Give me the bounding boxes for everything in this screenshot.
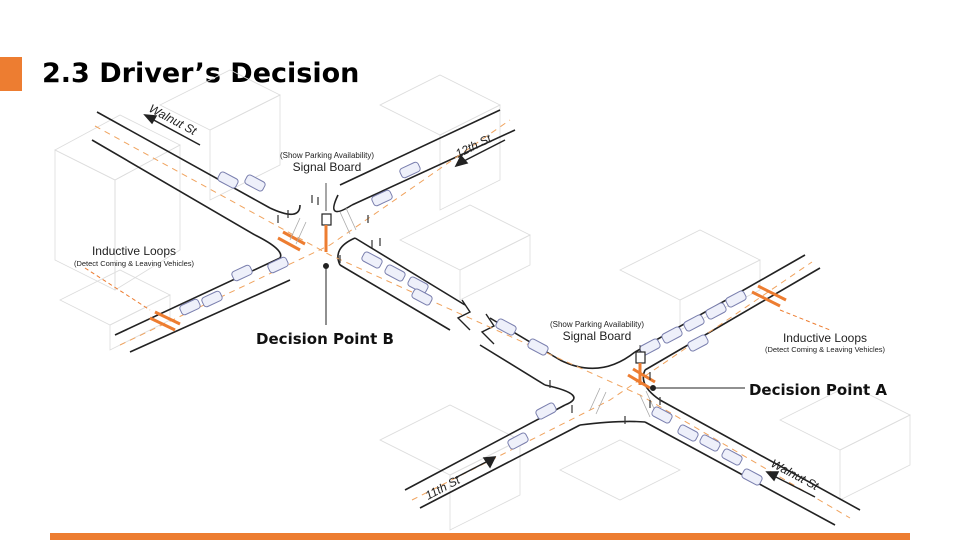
bottom-accent-bar	[50, 533, 910, 540]
decision-point-a-marker	[650, 385, 745, 391]
cars	[179, 161, 763, 486]
decision-point-b-label: Decision Point B	[256, 330, 394, 348]
signal-board-b	[321, 183, 332, 252]
background-buildings	[54, 69, 911, 531]
title-accent-tab	[0, 57, 22, 91]
signal-board-b-label: Signal Board	[293, 160, 362, 174]
signal-board-b-note: (Show Parking Availability)	[280, 151, 374, 160]
decision-point-a-label: Decision Point A	[749, 381, 887, 399]
signal-board-a	[635, 345, 646, 385]
road-network	[91, 109, 861, 526]
inductive-loops-b-note: (Detect Coming & Leaving Vehicles)	[74, 259, 195, 268]
inductive-loops-a-label: Inductive Loops	[783, 331, 867, 345]
decision-point-b-marker	[323, 263, 329, 325]
inductive-loops-b-label: Inductive Loops	[92, 244, 176, 258]
pedestrians	[277, 195, 661, 424]
inductive-loops-a-note: (Detect Coming & Leaving Vehicles)	[765, 345, 886, 354]
slide-title: 2.3 Driver’s Decision	[42, 58, 360, 89]
street-arrows	[143, 114, 816, 498]
intersection-corners	[254, 194, 661, 426]
signal-board-a-label: Signal Board	[563, 329, 632, 343]
signal-board-a-note: (Show Parking Availability)	[550, 320, 644, 329]
